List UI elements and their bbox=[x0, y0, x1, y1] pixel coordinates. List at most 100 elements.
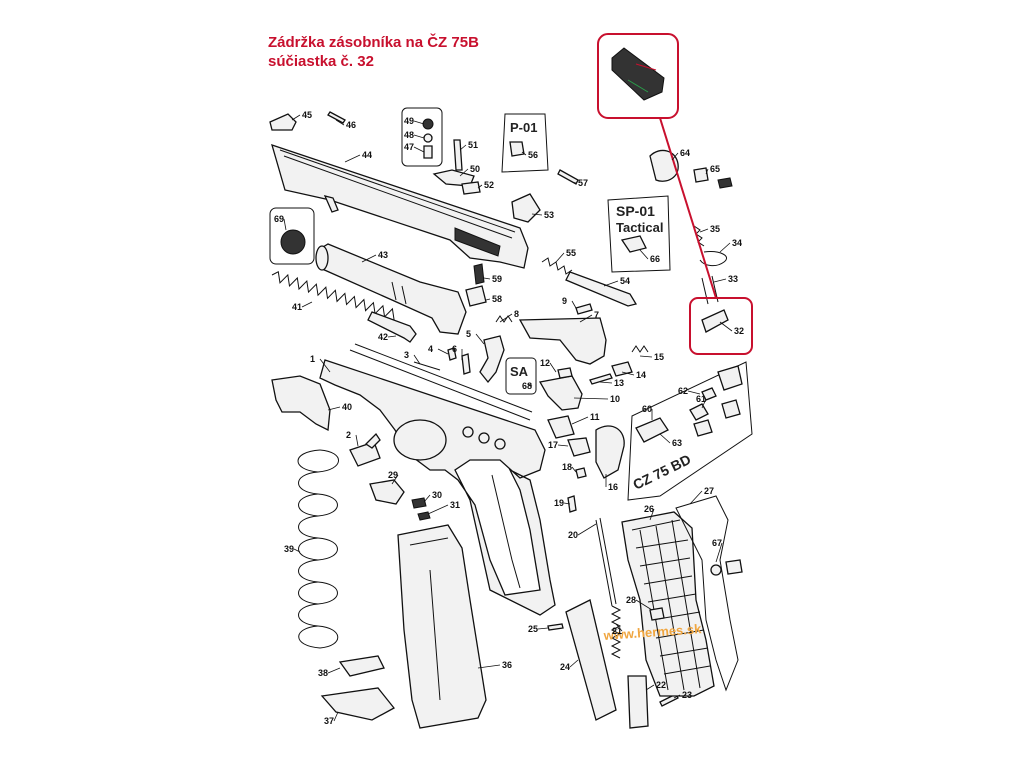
part-52 bbox=[461, 181, 481, 195]
leader-line-21 bbox=[615, 623, 623, 632]
part-label-2: 2 bbox=[346, 430, 351, 440]
part-label-36: 36 bbox=[502, 660, 512, 670]
leader-line-66 bbox=[639, 249, 649, 260]
leader-line-63 bbox=[659, 433, 671, 444]
leader-line-58 bbox=[485, 298, 491, 301]
part-label-67: 67 bbox=[712, 538, 722, 548]
part-bd-11 bbox=[721, 399, 741, 419]
part-label-45: 45 bbox=[302, 110, 312, 120]
part-53 bbox=[511, 193, 541, 223]
part-12 bbox=[557, 367, 573, 379]
part-55 bbox=[541, 257, 573, 275]
part-label-24: 24 bbox=[560, 662, 570, 672]
part-50 bbox=[432, 169, 475, 187]
part-label-43: 43 bbox=[378, 250, 388, 260]
box-sa bbox=[505, 357, 537, 395]
part-61 bbox=[689, 403, 709, 421]
part-label-52: 52 bbox=[484, 180, 494, 190]
part-56 bbox=[509, 141, 525, 157]
part-40 bbox=[271, 375, 331, 432]
part-label-32: 32 bbox=[734, 326, 744, 336]
pin-part bbox=[327, 111, 346, 124]
leader-line-47 bbox=[413, 146, 425, 153]
part-label-16: 16 bbox=[608, 482, 618, 492]
leader-line-37 bbox=[333, 711, 339, 722]
leader-line-55 bbox=[555, 252, 565, 263]
part-label-4: 4 bbox=[428, 344, 433, 354]
leader-line-42 bbox=[387, 335, 397, 338]
part-25 bbox=[547, 623, 564, 631]
highlight-part-32-box bbox=[689, 297, 753, 355]
leader-line-34 bbox=[719, 242, 731, 253]
part-label-49: 49 bbox=[404, 116, 414, 126]
part-label-31: 31 bbox=[450, 500, 460, 510]
part-label-33: 33 bbox=[728, 274, 738, 284]
part-label-22: 22 bbox=[656, 680, 666, 690]
leader-line-61 bbox=[701, 398, 707, 409]
leader-line-45 bbox=[291, 114, 301, 121]
part-58 bbox=[465, 285, 487, 307]
part-23 bbox=[659, 693, 679, 707]
part-label-7: 7 bbox=[594, 310, 599, 320]
part-label-53: 53 bbox=[544, 210, 554, 220]
part-label-9: 9 bbox=[562, 296, 567, 306]
part-22 bbox=[627, 675, 649, 729]
mainspring-part bbox=[610, 605, 622, 659]
leader-line-33 bbox=[713, 278, 727, 283]
part-bd-17 bbox=[693, 419, 713, 437]
part-label-57: 57 bbox=[578, 178, 588, 188]
part-62 bbox=[701, 387, 717, 401]
part-37 bbox=[320, 687, 395, 721]
leader-line-24 bbox=[569, 659, 579, 668]
part-label-64: 64 bbox=[680, 148, 690, 158]
part-label-1: 1 bbox=[310, 354, 315, 364]
leader-line-41 bbox=[301, 301, 313, 308]
part-label-6: 6 bbox=[452, 344, 457, 354]
part-label-40: 40 bbox=[342, 402, 352, 412]
leader-line-15 bbox=[639, 355, 653, 358]
leader-line-67 bbox=[715, 542, 723, 563]
part-47 bbox=[423, 145, 433, 159]
leader-line-17 bbox=[557, 444, 569, 447]
part-32 bbox=[701, 309, 729, 333]
leader-line-9 bbox=[571, 300, 577, 309]
part-label-26: 26 bbox=[644, 504, 654, 514]
part-label-18: 18 bbox=[562, 462, 572, 472]
tag-bd: CZ 75 BD bbox=[630, 451, 693, 493]
part-28a bbox=[649, 607, 665, 621]
part-label-39: 39 bbox=[284, 544, 294, 554]
part-label-10: 10 bbox=[610, 394, 620, 404]
leader-line-36 bbox=[477, 664, 501, 669]
leader-line-8 bbox=[499, 313, 513, 323]
part-19 bbox=[567, 495, 577, 513]
part-7 bbox=[518, 317, 607, 365]
part-label-3: 3 bbox=[404, 350, 409, 360]
leader-line-29 bbox=[391, 474, 399, 485]
part-18 bbox=[575, 467, 587, 479]
part-label-11: 11 bbox=[590, 412, 600, 422]
leader-line-48 bbox=[413, 134, 425, 139]
part-label-14: 14 bbox=[636, 370, 646, 380]
leader-line-68 bbox=[527, 383, 533, 387]
part-label-48: 48 bbox=[404, 130, 414, 140]
part-4 bbox=[447, 347, 457, 361]
part-24 bbox=[565, 599, 617, 721]
page-title: Zádržka zásobníka na ČZ 75B súčiastka č.… bbox=[268, 33, 479, 71]
part-label-34: 34 bbox=[732, 238, 742, 248]
part-number-labels: 1234567891011121314151617181920212223242… bbox=[274, 110, 744, 726]
part-8 bbox=[495, 315, 513, 323]
part-31 bbox=[417, 511, 431, 521]
highlight-connector bbox=[659, 117, 717, 299]
title-line-1: Zádržka zásobníka na ČZ 75B bbox=[268, 34, 479, 51]
part-64 bbox=[649, 149, 679, 182]
watermark-text: www.hermes.sk bbox=[602, 621, 702, 643]
part-label-60: 60 bbox=[642, 404, 652, 414]
part-label-21: 21 bbox=[612, 626, 622, 636]
leader-line-35 bbox=[699, 228, 709, 233]
part-label-46: 46 bbox=[346, 120, 356, 130]
leader-line-26 bbox=[649, 508, 655, 521]
part-label-41: 41 bbox=[292, 302, 302, 312]
leader-line-13 bbox=[599, 381, 613, 384]
part-29 bbox=[369, 479, 405, 505]
part-16 bbox=[595, 425, 625, 479]
